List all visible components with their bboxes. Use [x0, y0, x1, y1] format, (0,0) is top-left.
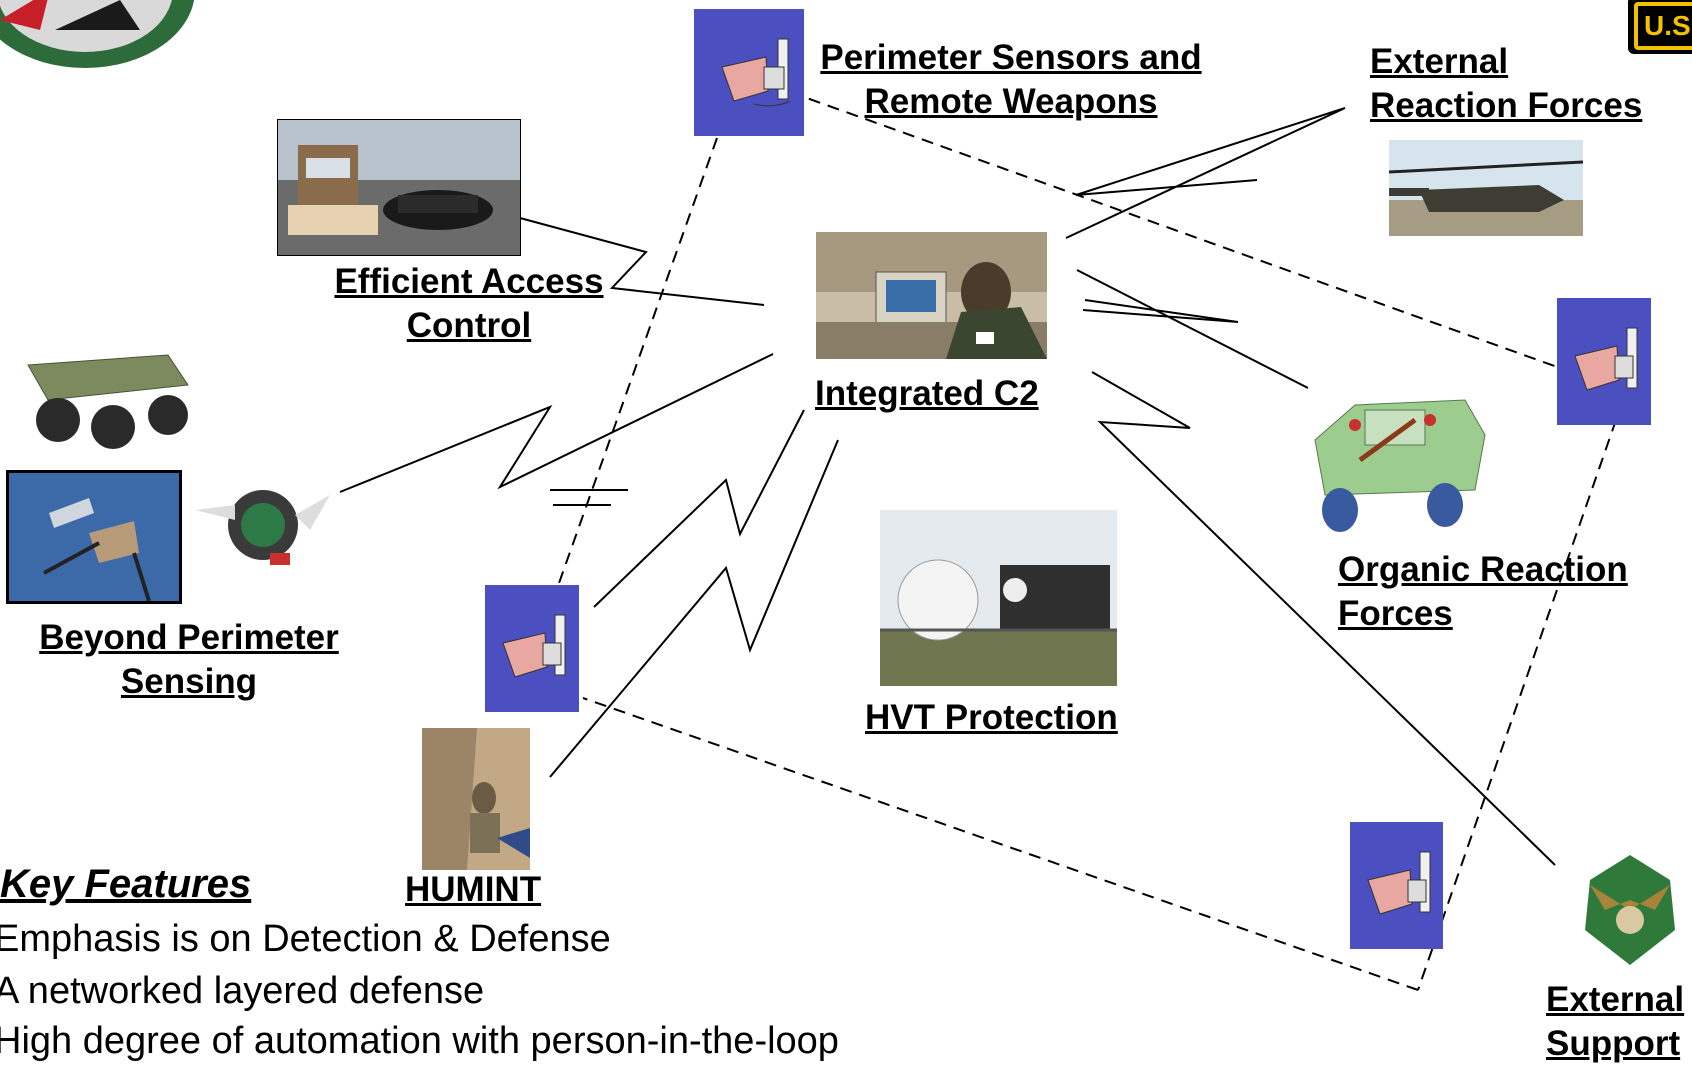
label-beyond-perimeter: Beyond Perimeter Sensing [39, 618, 339, 701]
key-features-title: Key Features [0, 862, 252, 906]
access-control-photo [277, 119, 521, 256]
us-badge: U.S [1628, 0, 1692, 54]
key-feature-item: A networked layered defense [0, 970, 485, 1012]
label-humint: HUMINT [405, 870, 542, 909]
camera-sensor-icon [721, 38, 791, 107]
external-support-emblem [1575, 850, 1685, 970]
label-hvt-protection: HVT Protection [865, 698, 1118, 737]
perimeter-sensor-bottom [1350, 822, 1443, 949]
camera-sensor-icon [1367, 851, 1431, 915]
label-external-support: External Support [1546, 980, 1685, 1063]
beyond-perimeter-photo [6, 470, 182, 604]
integrated-c2-photo [816, 232, 1047, 359]
unit-logo [0, 0, 200, 70]
hvt-protection-photo [880, 510, 1117, 686]
camera-sensor-icon [1574, 327, 1638, 391]
uav-drone [185, 475, 335, 585]
camera-sensor-icon [502, 614, 566, 678]
perimeter-sensor-right [1557, 298, 1651, 425]
humint-photo [422, 728, 530, 870]
badge-text: U.S [1634, 2, 1692, 50]
label-external-reaction: External Reaction Forces [1370, 42, 1643, 125]
perimeter-sensor-top [694, 9, 804, 136]
label-organic-reaction: Organic Reaction Forces [1338, 550, 1628, 633]
label-integrated-c2: Integrated C2 [815, 374, 1039, 413]
ugv-cart [18, 345, 193, 455]
label-perimeter-sensors: Perimeter Sensors and Remote Weapons [820, 38, 1202, 121]
key-feature-item: High degree of automation with person-in… [0, 1020, 839, 1062]
label-access-control: Efficient Access Control [334, 262, 604, 345]
key-feature-item: Emphasis is on Detection & Defense [0, 918, 611, 960]
helicopter-photo [1389, 140, 1583, 236]
organic-reaction-vehicle [1305, 380, 1490, 540]
perimeter-sensor-left [485, 585, 579, 712]
